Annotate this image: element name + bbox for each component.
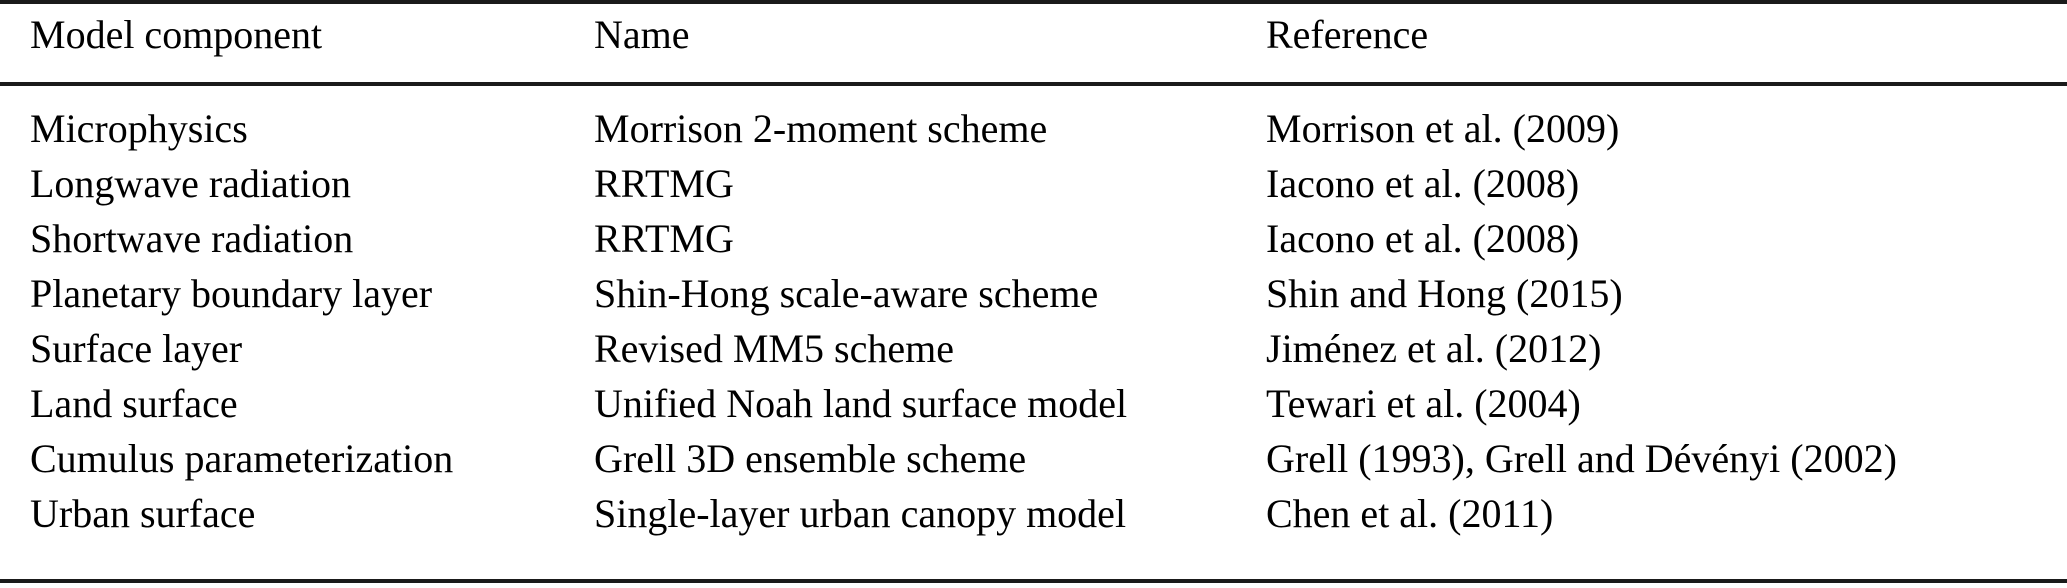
column-header-model-component: Model component xyxy=(0,0,562,86)
cell-name-text: Shin-Hong scale-aware scheme xyxy=(594,271,1099,316)
cell-model-component: Cumulus parameterization xyxy=(0,435,562,490)
cell-name-text: Morrison 2-moment scheme xyxy=(594,106,1048,151)
cell-reference: Morrison et al. (2009) xyxy=(1258,84,2067,160)
cell-name: RRTMG xyxy=(562,215,1258,270)
cell-reference-text: Morrison et al. (2009) xyxy=(1266,106,1620,151)
table-row: Shortwave radiation RRTMG Iacono et al. (2… xyxy=(0,215,2067,270)
cell-name-text: Grell 3D ensemble scheme xyxy=(594,436,1027,481)
cell-reference-text: Iacono et al. (2008) xyxy=(1266,161,1580,206)
cell-name-text: Unified Noah land surface model xyxy=(594,381,1128,426)
table-row: Planetary boundary layer Shin-Hong scale-… xyxy=(0,270,2067,325)
column-header-name: Name xyxy=(562,0,1258,86)
cell-name: Grell 3D ensemble scheme xyxy=(562,435,1258,490)
column-header-label: Reference xyxy=(1266,12,1429,57)
cell-name-text: RRTMG xyxy=(594,216,734,261)
cell-name: Single-layer urban canopy model xyxy=(562,490,1258,583)
cell-reference-text: Shin and Hong (2015) xyxy=(1266,271,1623,316)
table-header: Model component Name Reference xyxy=(0,0,2067,86)
cell-model-component-text: Surface layer xyxy=(30,326,243,371)
cell-model-component-text: Longwave radiation xyxy=(30,161,351,206)
cell-name: Morrison 2-moment scheme xyxy=(562,84,1258,160)
cell-model-component: Land surface xyxy=(0,380,562,435)
cell-reference: Jiménez et al. (2012) xyxy=(1258,325,2067,380)
table-row: Urban surface Single-layer urban canopy m… xyxy=(0,490,2067,583)
table-row: Land surface Unified Noah land surface mo… xyxy=(0,380,2067,435)
cell-reference: Shin and Hong (2015) xyxy=(1258,270,2067,325)
column-header-reference: Reference xyxy=(1258,0,2067,86)
cell-model-component: Urban surface xyxy=(0,490,562,583)
cell-reference-text: Grell (1993), Grell and Dévényi (2002) xyxy=(1266,436,1897,481)
cell-reference-text: Chen et al. (2011) xyxy=(1266,491,1554,536)
cell-name: RRTMG xyxy=(562,160,1258,215)
cell-reference-text: Jiménez et al. (2012) xyxy=(1266,326,1602,371)
cell-name-text: Single-layer urban canopy model xyxy=(594,491,1127,536)
table-row: Longwave radiation RRTMG Iacono et al. (20… xyxy=(0,160,2067,215)
cell-model-component-text: Urban surface xyxy=(30,491,256,536)
cell-model-component-text: Land surface xyxy=(30,381,238,426)
column-header-label: Model component xyxy=(30,12,323,57)
column-header-label: Name xyxy=(594,12,690,57)
cell-reference: Chen et al. (2011) xyxy=(1258,490,2067,583)
cell-reference: Iacono et al. (2008) xyxy=(1258,215,2067,270)
table-body: Microphysics Morrison 2-moment scheme Morr… xyxy=(0,84,2067,583)
cell-reference: Iacono et al. (2008) xyxy=(1258,160,2067,215)
cell-model-component: Planetary boundary layer xyxy=(0,270,562,325)
table-row: Microphysics Morrison 2-moment scheme Morr… xyxy=(0,84,2067,160)
cell-model-component: Longwave radiation xyxy=(0,160,562,215)
cell-name: Revised MM5 scheme xyxy=(562,325,1258,380)
cell-name-text: RRTMG xyxy=(594,161,734,206)
cell-name: Shin-Hong scale-aware scheme xyxy=(562,270,1258,325)
table-row: Surface layer Revised MM5 scheme Jiménez e… xyxy=(0,325,2067,380)
cell-model-component-text: Planetary boundary layer xyxy=(30,271,433,316)
table-header-row: Model component Name Reference xyxy=(0,0,2067,86)
cell-model-component-text: Shortwave radiation xyxy=(30,216,354,261)
cell-reference: Tewari et al. (2004) xyxy=(1258,380,2067,435)
cell-name: Unified Noah land surface model xyxy=(562,380,1258,435)
cell-model-component: Shortwave radiation xyxy=(0,215,562,270)
cell-model-component-text: Cumulus parameterization xyxy=(30,436,454,481)
cell-reference-text: Iacono et al. (2008) xyxy=(1266,216,1580,261)
cell-name-text: Revised MM5 scheme xyxy=(594,326,954,371)
cell-model-component: Surface layer xyxy=(0,325,562,380)
cell-model-component: Microphysics xyxy=(0,84,562,160)
table-row: Cumulus parameterization Grell 3D ensembl… xyxy=(0,435,2067,490)
cell-reference-text: Tewari et al. (2004) xyxy=(1266,381,1581,426)
cell-model-component-text: Microphysics xyxy=(30,106,248,151)
cell-reference: Grell (1993), Grell and Dévényi (2002) xyxy=(1258,435,2067,490)
